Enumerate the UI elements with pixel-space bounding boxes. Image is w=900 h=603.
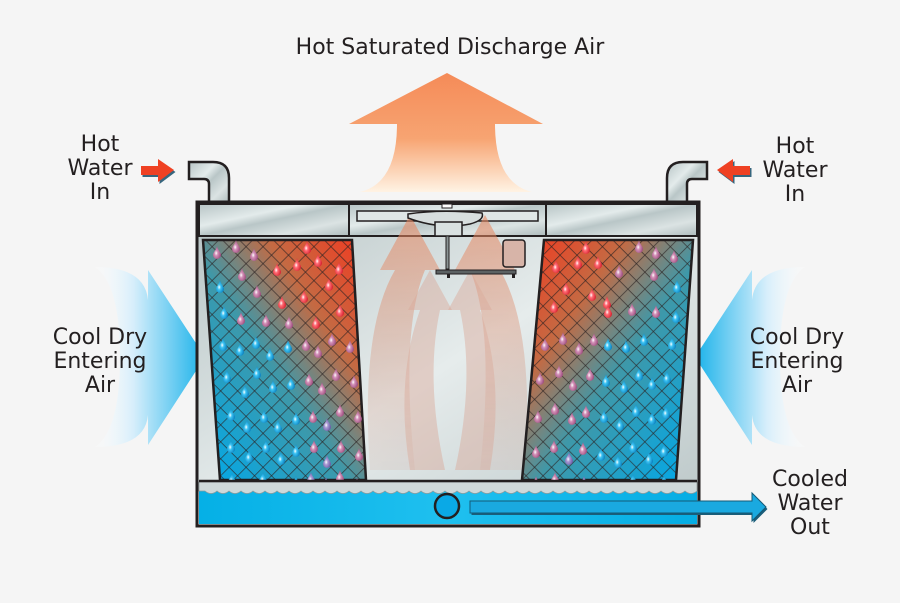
hot-water-inlet-pipe-right: [665, 160, 709, 205]
label-line: Cooled: [772, 467, 848, 492]
label-line: Air: [781, 372, 813, 398]
label-line: Cool Dry: [749, 325, 845, 350]
label-line: Water: [762, 157, 828, 183]
hot-water-arrow-right-fg: [717, 159, 750, 182]
label-line: Hot: [775, 134, 815, 159]
cool-air-label-right: Cool Dry Entering Air: [737, 326, 857, 397]
motor: [502, 239, 526, 268]
hot-water-arrow-left-fg: [141, 159, 174, 182]
label-line: Hot: [80, 132, 120, 157]
outlet-opening: [433, 492, 461, 520]
cool-air-arrow-right: [695, 267, 805, 447]
cool-air-arrow-left: [95, 267, 205, 447]
label-line: Out: [790, 514, 830, 540]
cool-air-label-left: Cool Dry Entering Air: [40, 326, 160, 397]
distribution-deck-left: [198, 203, 350, 237]
hot-water-in-label-right: Hot Water In: [750, 135, 840, 206]
hot-water-inlet-pipe-left: [187, 160, 231, 205]
fan: [407, 203, 517, 278]
label-line: In: [89, 179, 111, 205]
cooled-water-out-label: Cooled Water Out: [760, 468, 860, 539]
interior-air-plume: [367, 215, 528, 470]
distribution-deck-right: [545, 203, 698, 237]
fill-media-right: [520, 238, 695, 482]
discharge-air-label: Hot Saturated Discharge Air: [295, 35, 605, 60]
label-line: Cool Dry: [52, 325, 148, 350]
fill-media-left: [201, 238, 368, 482]
label-line: Entering: [53, 348, 147, 374]
hot-discharge-arrow: [349, 73, 543, 192]
label-line: Water: [67, 155, 133, 181]
label-line: In: [784, 181, 806, 207]
cooled-water-arrow-fg: [469, 491, 767, 523]
label-line: Air: [84, 372, 116, 398]
hot-water-in-label-left: Hot Water In: [55, 133, 145, 204]
label-line: Entering: [750, 348, 844, 374]
label-line: Water: [777, 490, 843, 516]
